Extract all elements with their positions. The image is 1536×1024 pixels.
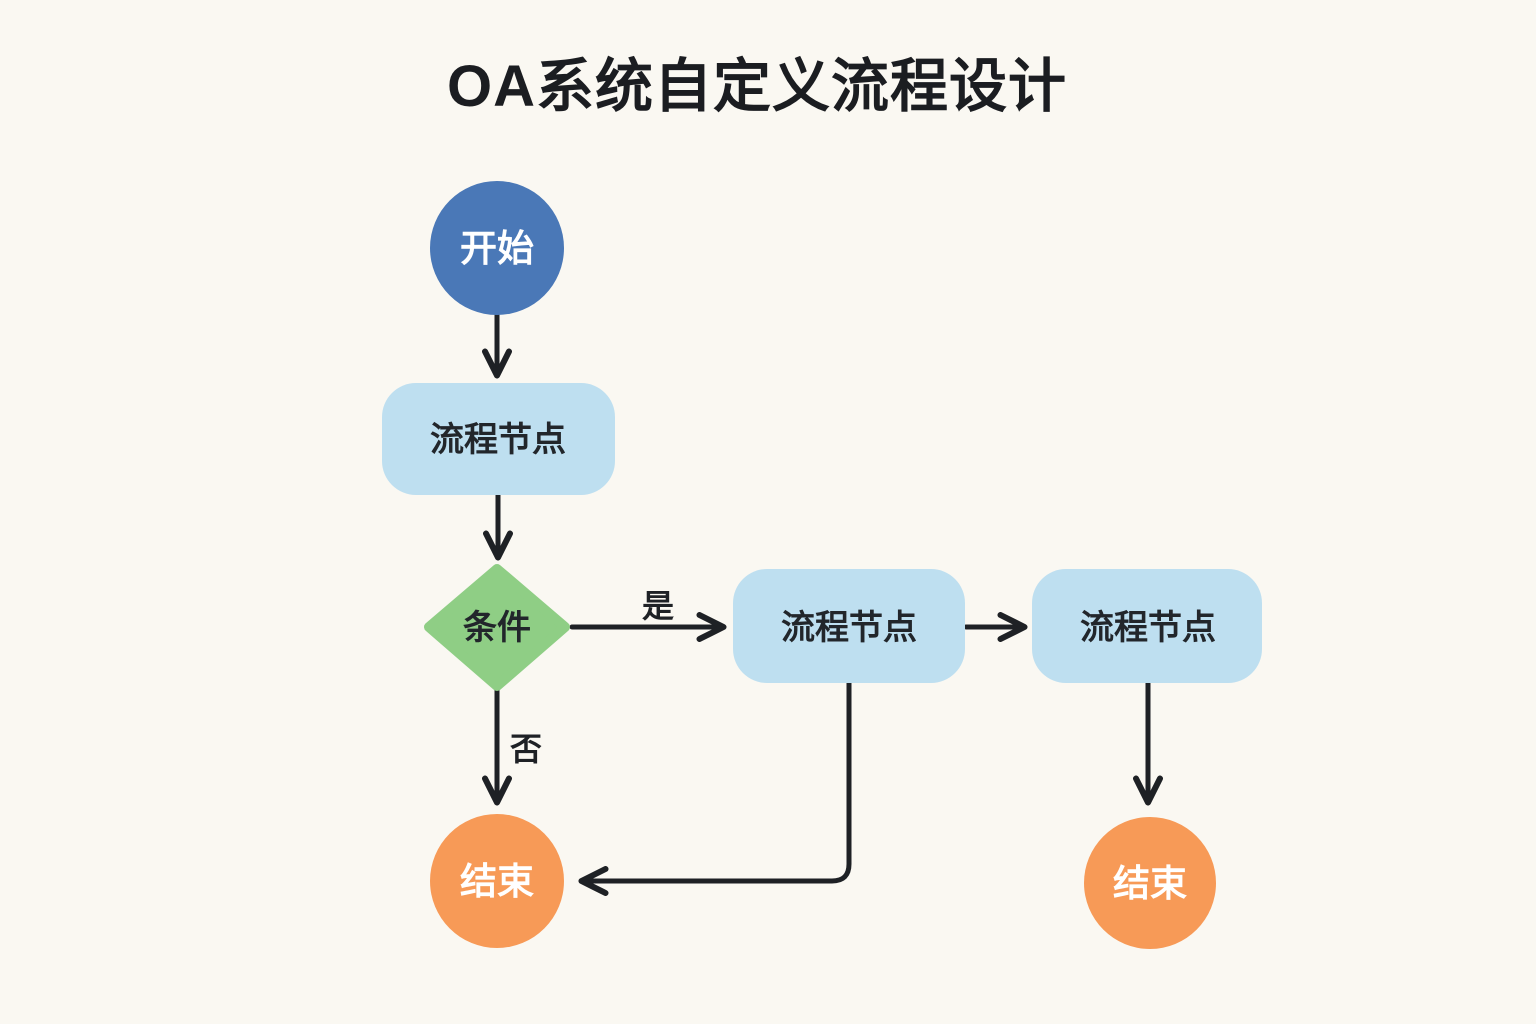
diagram-title: OA系统自定义流程设计 (447, 54, 1067, 119)
process2-label: 流程节点 (781, 609, 917, 647)
node-end-left: 结束 (430, 814, 564, 948)
start-label: 开始 (460, 228, 534, 269)
condition-diamond-shape (424, 564, 570, 691)
process1-rect-shape (382, 383, 615, 495)
node-start: 开始 (430, 181, 564, 315)
endleft-circle-shape (430, 814, 564, 948)
endright-circle-shape (1084, 817, 1216, 949)
node-process3: 流程节点 (1032, 569, 1262, 683)
node-process2: 流程节点 (733, 569, 965, 683)
start-circle-shape (430, 181, 564, 315)
process3-rect-shape (1032, 569, 1262, 683)
process3-label: 流程节点 (1080, 609, 1216, 647)
process1-label: 流程节点 (430, 421, 566, 459)
edge-label-yes: 是 (642, 588, 674, 624)
node-condition: 条件 (424, 564, 570, 691)
edge-label-no: 否 (510, 731, 542, 767)
condition-label: 条件 (463, 609, 531, 647)
edge-process2-to-endleft (578, 680, 852, 896)
node-process1: 流程节点 (382, 383, 615, 495)
node-end-right: 结束 (1084, 817, 1216, 949)
process2-rect-shape (733, 569, 965, 683)
endleft-label: 结束 (460, 861, 534, 902)
endright-label: 结束 (1113, 863, 1187, 904)
